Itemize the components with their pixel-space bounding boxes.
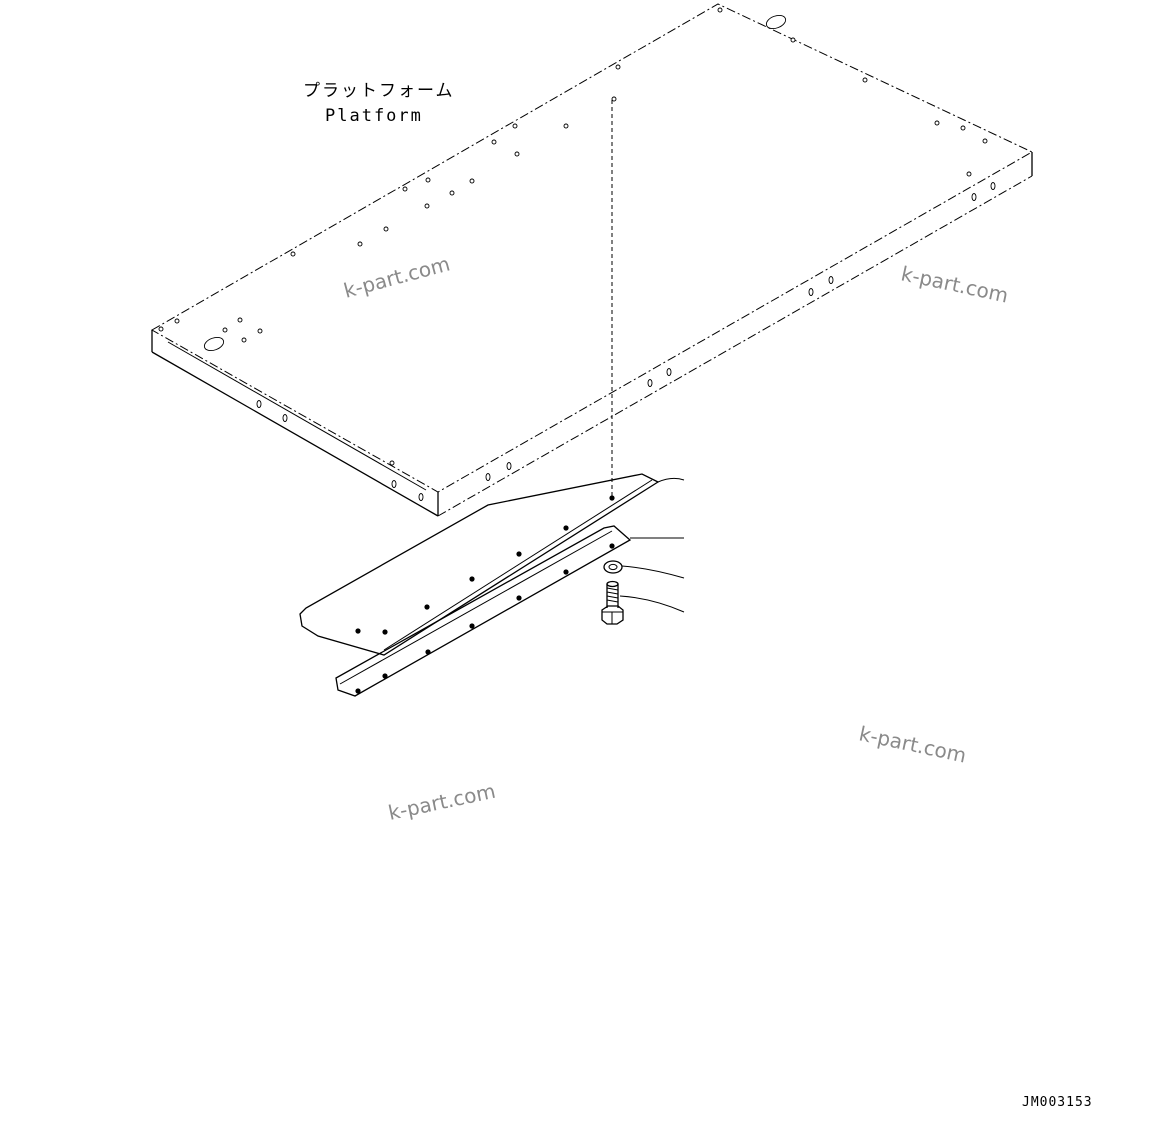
seal-plate-bolt-holes bbox=[355, 495, 615, 635]
platform-holes bbox=[158, 7, 988, 343]
leader-seal-plate bbox=[657, 477, 685, 483]
platform-part bbox=[150, 3, 1034, 517]
watermark: k-part.com bbox=[899, 261, 1011, 307]
retainer-strip-bolt-holes bbox=[355, 543, 615, 694]
leader-lines bbox=[619, 477, 685, 613]
watermark: k-part.com bbox=[341, 251, 452, 302]
platform-corner-hole bbox=[765, 14, 787, 30]
bolt-part bbox=[601, 580, 624, 625]
drawing-code: JM003153 bbox=[1022, 1095, 1093, 1110]
leader-washer bbox=[621, 565, 685, 579]
watermark: k-part.com bbox=[857, 721, 969, 767]
platform-side-holes bbox=[256, 182, 996, 501]
platform-corner-hole bbox=[203, 336, 225, 352]
retainer-strip-part bbox=[335, 525, 632, 697]
watermark: k-part.com bbox=[386, 779, 498, 825]
platform-label-en: Platform bbox=[325, 106, 423, 126]
platform-label-jp: プラットフォーム bbox=[303, 81, 455, 101]
leader-bolt bbox=[619, 595, 685, 613]
washer-part bbox=[603, 560, 623, 574]
